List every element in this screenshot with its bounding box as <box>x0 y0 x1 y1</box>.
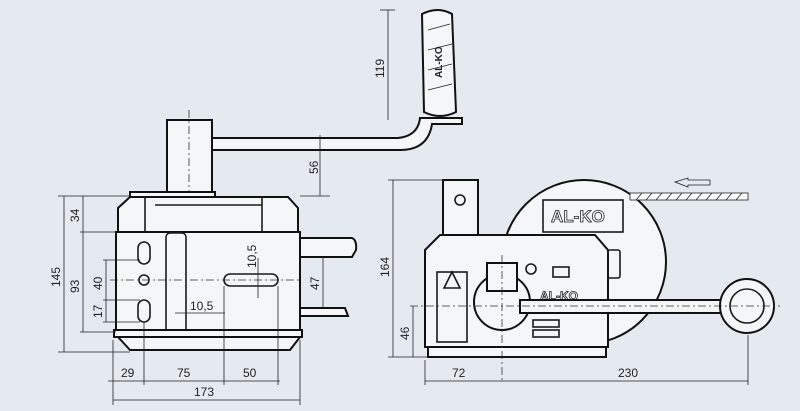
front-view: AL-KO AL-KO 164 46 72 230 <box>378 177 780 385</box>
dim-axis-offset: 72 <box>452 366 466 380</box>
arrow-left-icon <box>673 177 711 188</box>
dim-overall-width: 173 <box>194 385 214 399</box>
crank-arm-front <box>519 299 731 314</box>
dim-bracket-height: 47 <box>308 276 322 290</box>
dim-crank-length: 230 <box>618 366 638 380</box>
dim-front-overall-height: 164 <box>378 257 392 277</box>
dim-hole-offset: 17 <box>91 304 105 318</box>
dim-body-height: 93 <box>68 279 82 293</box>
dim-slot-horizontal: 10,5 <box>190 299 214 313</box>
dim-handle-height: 119 <box>373 59 387 78</box>
crank-arm <box>211 117 463 151</box>
side-view: AL-KO <box>49 9 463 405</box>
drum-logo: AL-KO <box>551 207 605 226</box>
mount-bracket <box>442 179 479 237</box>
bracket <box>299 237 358 258</box>
dim-axis-height: 46 <box>398 326 412 340</box>
dim-bottom-50: 50 <box>243 366 257 380</box>
shaft-tube <box>166 119 213 197</box>
dim-bottom-29: 29 <box>121 366 135 380</box>
dim-bottom-75: 75 <box>177 366 191 380</box>
dim-top-section: 34 <box>68 208 82 222</box>
dim-crank-offset: 56 <box>307 160 321 174</box>
handle-logo: AL-KO <box>434 46 445 78</box>
dim-hole-spacing: 40 <box>91 276 105 290</box>
dim-slot-vertical: 10,5 <box>245 244 259 268</box>
dim-overall-height: 145 <box>49 267 63 287</box>
